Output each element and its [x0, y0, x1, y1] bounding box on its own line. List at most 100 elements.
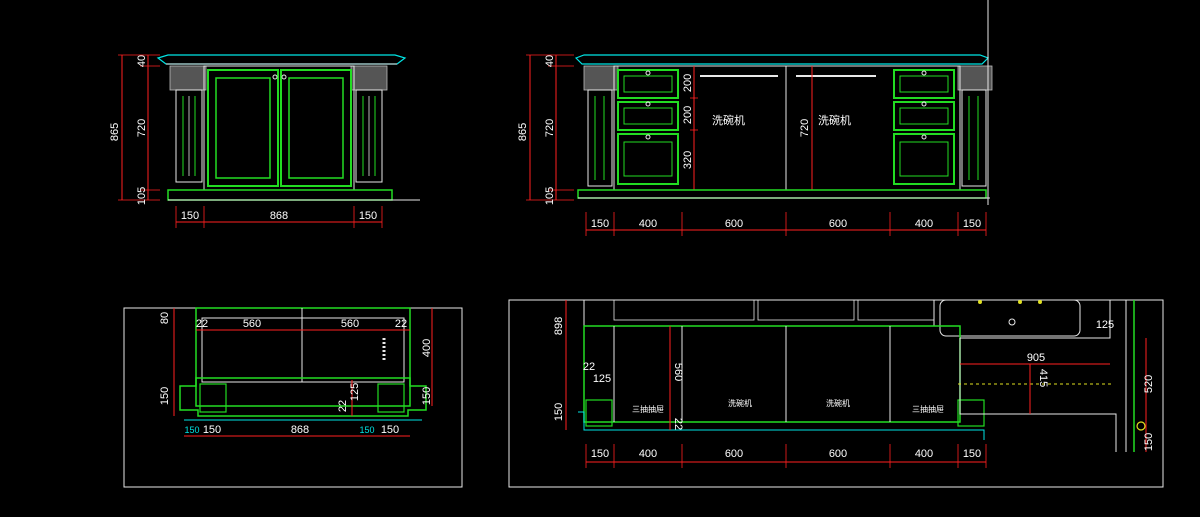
dim-865-left: 865 [109, 123, 121, 141]
capital-right-1 [583, 65, 619, 91]
front-elevation-left: 865 40 720 105 150 868 150 [109, 54, 420, 228]
dim-40-left: 40 [136, 55, 148, 67]
drawer-1-right [893, 69, 955, 99]
dim-125-in: 125 [349, 383, 361, 401]
drawer-panel [899, 141, 949, 177]
knob [645, 70, 651, 76]
capital-right-2 [957, 65, 993, 91]
drawer-1-left [617, 69, 679, 99]
dim-560-b: 560 [341, 318, 359, 330]
drain [1008, 318, 1016, 326]
dim-150-pb-b: 150 [381, 424, 399, 436]
column-base [585, 399, 613, 427]
knob [645, 101, 651, 107]
cabinet-plan-left [195, 307, 411, 407]
drawer-3-left [617, 133, 679, 185]
dim-p-600-a: 600 [725, 448, 743, 460]
dim-r-600-a: 600 [725, 218, 743, 230]
dim-22-pr: 22 [583, 361, 595, 373]
dim-720-inner: 720 [799, 119, 811, 137]
front-elevation-right: 洗碗机 洗碗机 200 200 320 720 865 40 720 105 [517, 0, 993, 236]
pipe-marker [1136, 421, 1146, 431]
dim-p-600-b: 600 [829, 448, 847, 460]
dim-r-600-b: 600 [829, 218, 847, 230]
dim-p-400-a: 400 [639, 448, 657, 460]
dim-720-right: 720 [544, 119, 556, 137]
dishwasher-label-2: 洗碗机 [818, 113, 851, 127]
door-right [280, 69, 352, 187]
dim-868: 868 [270, 210, 288, 222]
dim-898: 898 [553, 317, 565, 335]
dim-415: 415 [1037, 369, 1049, 387]
capital-left-1 [169, 65, 207, 91]
capital-left-2 [350, 65, 388, 91]
dim-22-b: 22 [395, 318, 407, 330]
plan-view-right: 三抽抽屉 洗碗机 洗碗机 三抽抽屉 898 22 125 150 560 22 … [508, 299, 1164, 488]
cabinet-inner [201, 317, 405, 383]
dim-200-a: 200 [682, 74, 694, 92]
dim-r-400-b: 400 [915, 218, 933, 230]
dim-868-pb: 868 [291, 424, 309, 436]
dim-125-pr: 125 [593, 373, 611, 385]
dishwasher-label-1: 洗碗机 [712, 113, 745, 127]
plinth-left [167, 189, 393, 201]
dim-p-150-b: 150 [963, 448, 981, 460]
cabinet-plan-right [583, 300, 935, 327]
dim-22-a: 22 [196, 318, 208, 330]
knob [921, 134, 927, 140]
dim-p-150-a: 150 [591, 448, 609, 460]
knob [921, 101, 927, 107]
dim-40-right: 40 [544, 55, 556, 67]
viewport-frame-left [123, 307, 463, 488]
column-base-2 [377, 383, 405, 413]
cabinet-segment [857, 299, 935, 321]
countertop-right [574, 54, 990, 65]
dim-r-400-a: 400 [639, 218, 657, 230]
plinth-right [577, 189, 987, 199]
tap [1038, 300, 1042, 304]
drawer-panel [623, 107, 673, 125]
dim-22-mid: 22 [672, 418, 684, 430]
dim-150-pr: 150 [421, 387, 433, 405]
countertop-left [156, 54, 407, 65]
dim-150-pl: 150 [159, 387, 171, 405]
cabinet-segment [613, 299, 755, 321]
cyan-edge [578, 411, 985, 440]
drawer-panel [623, 141, 673, 177]
dim-200-b: 200 [682, 106, 694, 124]
dim-905: 905 [1027, 352, 1045, 364]
drawer-panel [899, 107, 949, 125]
drawer-panel [623, 75, 673, 93]
door-panel [215, 77, 271, 179]
cabinet-segment [757, 299, 855, 321]
dim-520: 520 [1143, 375, 1155, 393]
knob [645, 134, 651, 140]
dim-r-150-b: 150 [963, 218, 981, 230]
dim-22-in: 22 [337, 400, 349, 412]
dim-150-pb-a: 150 [203, 424, 221, 436]
dim-320: 320 [682, 151, 694, 169]
plan-view-left: 80 150 22 560 560 22 400 150 22 125 150 … [123, 307, 463, 488]
column-base [957, 399, 985, 427]
pilaster-right-1 [587, 89, 613, 187]
column-base-1 [199, 383, 227, 413]
dim-560-pr: 560 [672, 363, 684, 381]
drawer-panel [899, 75, 949, 93]
tap [1018, 300, 1022, 304]
dim-150-b: 150 [359, 210, 377, 222]
plinth-plan-left [179, 377, 427, 417]
dim-720-left: 720 [136, 119, 148, 137]
drawer-3-right [893, 133, 955, 185]
door-panel [288, 77, 344, 179]
knob [272, 74, 278, 80]
cabinet-body-right [613, 65, 961, 191]
dim-150-cy-b: 150 [359, 425, 374, 435]
dim-105-left: 105 [136, 187, 148, 205]
pilaster-left-1 [175, 89, 203, 183]
knob [281, 74, 287, 80]
dim-105-right: 105 [544, 187, 556, 205]
dim-150-a: 150 [181, 210, 199, 222]
dim-150-pr-left: 150 [553, 403, 565, 421]
dim-560-a: 560 [243, 318, 261, 330]
